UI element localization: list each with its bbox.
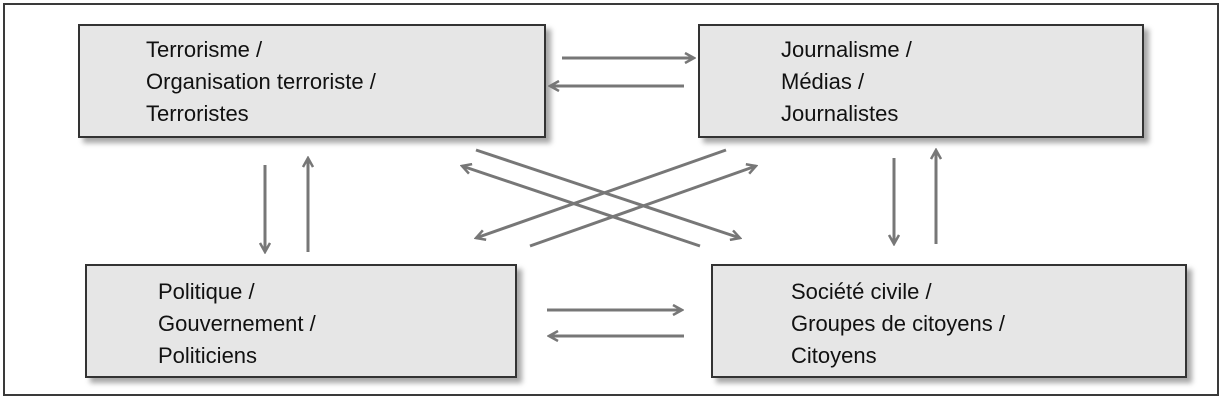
- politics-label-line-3: Politiciens: [158, 343, 258, 368]
- box-politics: [85, 264, 517, 378]
- arrow-civil-society-to-terrorism: [462, 166, 701, 248]
- journalism-label-line-1: Journalisme /: [781, 37, 912, 62]
- civil-society-label-line-3: Citoyens: [791, 343, 877, 368]
- terrorism-label-line-3: Terroristes: [146, 101, 249, 126]
- civil-society-label: Société civile / Groupes de citoyens / C…: [791, 276, 1005, 372]
- terrorism-label-line-1: Terrorisme /: [146, 37, 263, 62]
- arrow-journalism-to-politics: [476, 148, 727, 238]
- civil-society-label-line-2: Groupes de citoyens /: [791, 311, 1006, 336]
- journalism-label: Journalisme / Médias / Journalistes: [781, 34, 912, 130]
- journalism-label-line-3: Journalistes: [781, 101, 899, 126]
- box-civil-society: [711, 264, 1187, 378]
- box-terrorism: [78, 24, 546, 138]
- politics-label: Politique / Gouvernement / Politiciens: [158, 276, 316, 372]
- terrorism-label-line-2: Organisation terroriste /: [146, 69, 376, 94]
- arrow-terrorism-to-civil-society: [475, 148, 740, 238]
- politics-label-line-2: Gouvernement /: [158, 311, 316, 336]
- arrow-politics-to-journalism: [529, 166, 756, 248]
- politics-label-line-1: Politique /: [158, 279, 255, 304]
- terrorism-label: Terrorisme / Organisation terroriste / T…: [146, 34, 376, 130]
- box-journalism: [698, 24, 1144, 138]
- civil-society-label-line-1: Société civile /: [791, 279, 932, 304]
- journalism-label-line-2: Médias /: [781, 69, 865, 94]
